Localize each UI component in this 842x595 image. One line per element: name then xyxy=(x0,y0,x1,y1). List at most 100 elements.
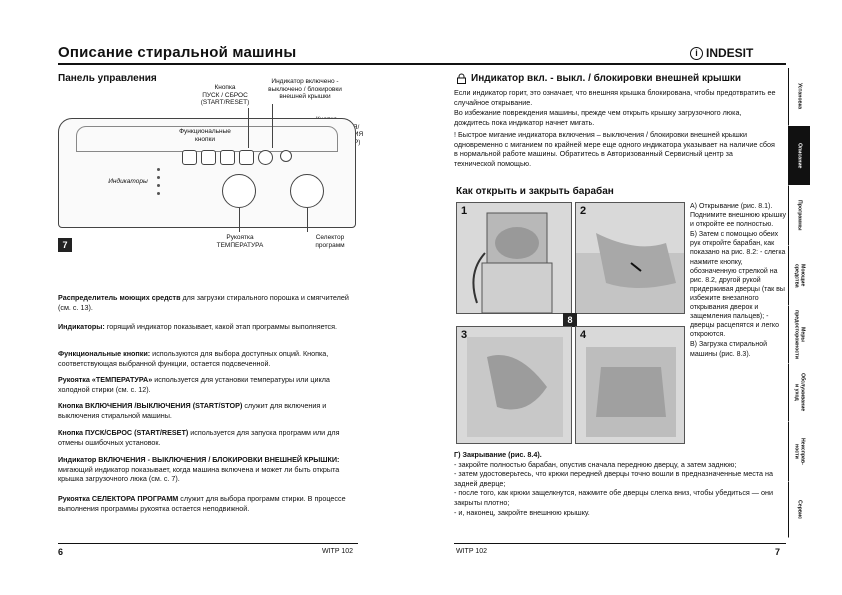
leader-line xyxy=(239,208,240,232)
leader-line xyxy=(307,208,308,232)
paragraph-lead: Индикатор ВКЛЮЧЕНИЯ - ВЫКЛЮЧЕНИЯ / БЛОКИ… xyxy=(58,455,340,464)
figure-number: 7 xyxy=(58,238,72,252)
paragraph-lead: Индикаторы: xyxy=(58,322,105,331)
paragraph-lead: Кнопка ВКЛЮЧЕНИЯ /ВЫКЛЮЧЕНИЯ (START/STOP… xyxy=(58,401,243,410)
drum-steps: A) Открывание (рис. 8.1). Поднимите внеш… xyxy=(690,202,786,360)
model-left: WITP 102 xyxy=(322,548,353,555)
onoff-button xyxy=(280,150,292,162)
paragraph-text: мигающий индикатор показывает, когда маш… xyxy=(58,464,340,484)
side-tab-label: Установка xyxy=(796,83,803,110)
closing-title: Г) Закрывание (рис. 8.4). xyxy=(454,450,542,459)
paragraph-lead: Функциональные кнопки: xyxy=(58,349,151,358)
brand-mark: i xyxy=(690,46,703,60)
model-right: WITP 102 xyxy=(456,548,487,555)
paragraph-lead: Рукоятка СЕЛЕКТОРА ПРОГРАММ xyxy=(58,494,179,503)
indicator-led xyxy=(157,168,160,171)
side-tab-label: Обслуживание и уход xyxy=(793,373,806,412)
photo-open-lid: 1 xyxy=(456,202,572,314)
lock-icon xyxy=(457,73,466,84)
description-paragraph: Кнопка ПУСК/СБРОС (START/RESET) использу… xyxy=(58,428,358,447)
description-paragraph: Распределитель моющих средств для загруз… xyxy=(58,293,358,312)
paragraph-text: служит для выбора программ стирки. В про… xyxy=(58,494,346,513)
drum-step: A) Открывание (рис. 8.1). Поднимите внеш… xyxy=(690,203,786,229)
leader-line xyxy=(272,104,273,148)
lid-indicator-paragraph: Если индикатор горит, это означает, что … xyxy=(454,88,776,107)
indicator-led xyxy=(157,192,160,195)
side-tab[interactable]: Программы xyxy=(788,186,810,246)
closing-line: - затем удостоверьтесь, что крюки передн… xyxy=(454,469,773,488)
side-tab-label: Сервис xyxy=(796,499,803,520)
paragraph-text: для загрузки стирального порошка и смягч… xyxy=(58,293,349,312)
description-paragraph: Кнопка ВКЛЮЧЕНИЯ /ВЫКЛЮЧЕНИЯ (START/STOP… xyxy=(58,401,358,420)
footer-rule-left xyxy=(58,543,358,544)
label-function-buttons: Функциональные кнопки xyxy=(179,128,231,143)
label-selector: Селектор программ xyxy=(315,234,345,249)
description-paragraph: Рукоятка «ТЕМПЕРАТУРА» используется для … xyxy=(58,375,358,394)
photo-label-1: 1 xyxy=(461,205,468,217)
drum-step: В) Загрузка стиральной машины (рис. 8.3)… xyxy=(690,341,767,358)
paragraph-text: используется для установки температуры и… xyxy=(58,375,330,394)
paragraph-text: горящий индикатор показывает, какой этап… xyxy=(104,322,338,331)
side-tab[interactable]: Описание xyxy=(788,126,810,186)
photo-close-drum: 4 xyxy=(575,326,685,444)
section-title-panel: Панель управления xyxy=(58,73,157,84)
program-selector-knob xyxy=(290,174,324,208)
side-tab[interactable]: Установка xyxy=(788,68,810,126)
leader-line xyxy=(248,108,249,148)
function-button-1 xyxy=(182,150,197,165)
side-tab[interactable]: Меры предосторожности xyxy=(788,306,810,364)
photo-label-4: 4 xyxy=(580,329,587,341)
page-title: Описание стиральной машины xyxy=(58,44,297,61)
closing-line: - и, наконец, закройте внешнюю крышку. xyxy=(454,507,590,517)
footer-rule-right xyxy=(454,543,786,544)
paragraph-text: используется для запуска программ или дл… xyxy=(58,428,340,447)
label-temperature: Рукоятка ТЕМПЕРАТУРА xyxy=(216,234,264,249)
paragraph-lead: Рукоятка «ТЕМПЕРАТУРА» xyxy=(58,375,153,384)
page-number-right: 7 xyxy=(775,547,781,557)
closing-instructions: Г) Закрывание (рис. 8.4). - закройте пол… xyxy=(454,450,776,517)
control-panel-diagram xyxy=(58,118,356,228)
paragraph-lead: Кнопка ПУСК/СБРОС (START/RESET) xyxy=(58,428,189,437)
section-title-drum: Как открыть и закрыть барабан xyxy=(456,186,614,197)
paragraph-text: используются для выбора доступных опций.… xyxy=(58,349,329,368)
function-button-4 xyxy=(239,150,254,165)
photo-open-drum: 2 xyxy=(575,202,685,314)
paragraph-text: служит для включения и выключения стирал… xyxy=(58,401,327,420)
side-tab-label: Неисправ- ности xyxy=(793,438,806,465)
side-tab-label: Моющие средства xyxy=(793,263,806,288)
header-rule xyxy=(58,63,786,65)
side-tab[interactable]: Сервис xyxy=(788,482,810,538)
side-tab[interactable]: Неисправ- ности xyxy=(788,422,810,482)
brand-name: INDESIT xyxy=(706,46,754,60)
indicator-led xyxy=(157,184,160,187)
description-paragraph: Функциональные кнопки: используются для … xyxy=(58,349,358,368)
indicator-led xyxy=(157,176,160,179)
start-reset-button xyxy=(258,150,273,165)
brand-logo: i INDESIT xyxy=(690,46,753,60)
paragraph-lead: Распределитель моющих средств xyxy=(58,293,181,302)
temperature-knob xyxy=(222,174,256,208)
lid-indicator-paragraph: ! Быстрое мигание индикатора включения –… xyxy=(454,130,775,168)
section-title-lid-indicator: Индикатор вкл. - выкл. / блокировки внеш… xyxy=(456,73,741,84)
closing-line: - после того, как крюки защелкнутся, наж… xyxy=(454,488,773,507)
side-tab-label: Программы xyxy=(796,200,803,231)
side-tab-label: Меры предосторожности xyxy=(793,310,806,359)
side-tab[interactable]: Обслуживание и уход xyxy=(788,364,810,422)
closing-line: - закройте полностью барабан, опустив сн… xyxy=(454,459,737,469)
lid-indicator-paragraph: Во избежание повреждения машины, прежде … xyxy=(454,108,742,127)
function-button-3 xyxy=(220,150,235,165)
figure-number-8: 8 xyxy=(563,313,577,327)
function-button-2 xyxy=(201,150,216,165)
section1-title-text: Индикатор вкл. - выкл. / блокировки внеш… xyxy=(471,73,742,84)
label-indicators: Индикаторы xyxy=(108,178,148,185)
photo-label-3: 3 xyxy=(461,329,468,341)
side-tab-label: Описание xyxy=(796,142,803,169)
description-paragraph: Рукоятка СЕЛЕКТОРА ПРОГРАММ служит для в… xyxy=(58,494,358,513)
photo-label-2: 2 xyxy=(580,205,587,217)
description-paragraph: Индикаторы: горящий индикатор показывает… xyxy=(58,322,358,332)
side-tab[interactable]: Моющие средства xyxy=(788,246,810,306)
photo-load-drum: 3 xyxy=(456,326,572,444)
description-paragraph: Индикатор ВКЛЮЧЕНИЯ - ВЫКЛЮЧЕНИЯ / БЛОКИ… xyxy=(58,455,358,484)
page-number-left: 6 xyxy=(58,547,64,557)
